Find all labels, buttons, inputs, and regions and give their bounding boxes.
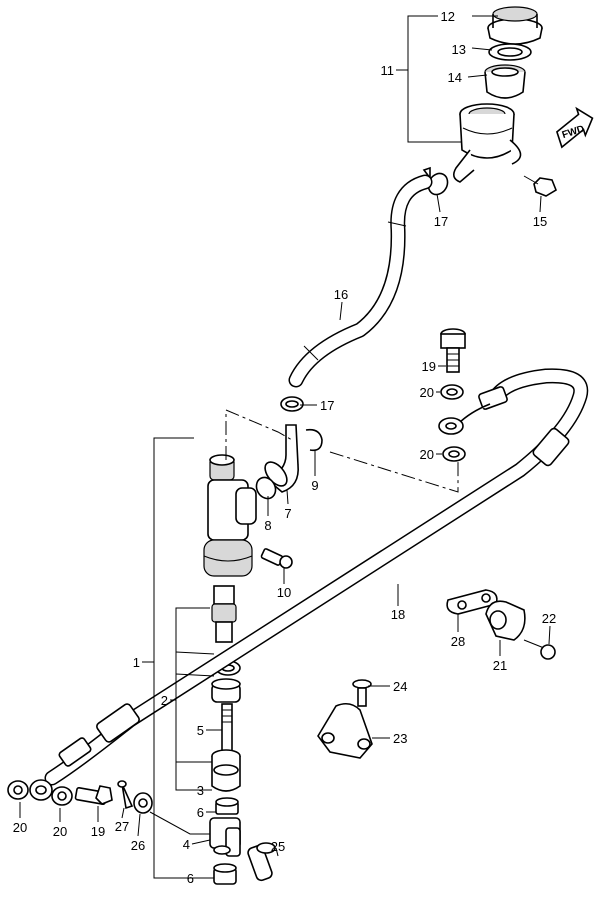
callout-1: 1 [133, 655, 140, 670]
part-washer-26 [133, 792, 153, 814]
callout-20-top-a: 20 [420, 385, 434, 400]
part-brake-hose-18 [44, 368, 589, 786]
part-cotter-pin-27 [117, 780, 134, 810]
part-bolt-22 [523, 639, 556, 660]
part-nut-6-upper [215, 797, 239, 815]
part-banjo-bolt-19-top [440, 328, 466, 373]
part-hose-16 [288, 174, 433, 388]
part-push-rod-5 [221, 703, 233, 753]
callout-9: 9 [311, 478, 318, 493]
callout-20-left-b: 20 [53, 824, 67, 839]
callout-7: 7 [284, 506, 291, 521]
callout-27: 27 [115, 819, 129, 834]
part-banjo-bolt-19-left [74, 785, 113, 805]
part-guide-21 [485, 600, 526, 641]
part-boot-3 [211, 749, 241, 792]
part-reservoir-body [452, 103, 522, 183]
callout-20-top-b: 20 [420, 447, 434, 462]
part-bolt-10 [260, 548, 293, 569]
part-banjo-20-left [29, 779, 53, 801]
callout-17-mid: 17 [320, 398, 334, 413]
part-piston [211, 585, 237, 643]
callout-12: 12 [441, 9, 455, 24]
callout-19-top: 19 [422, 359, 436, 374]
callout-11: 11 [381, 63, 395, 78]
part-clevis-4 [209, 817, 241, 857]
part-screw-24 [352, 679, 372, 707]
part-washer-20-left-a [7, 780, 29, 800]
part-hose-joint-7 [264, 424, 299, 493]
part-banjo-20-mid [438, 417, 464, 435]
part-bracket-23 [317, 702, 373, 759]
fwd-arrow-icon: FWD [555, 106, 594, 149]
callout-10: 10 [277, 585, 291, 600]
callout-20-left-a: 20 [13, 820, 27, 835]
part-hose-clamp-17 [280, 396, 304, 412]
part-diaphragm-plate [488, 43, 532, 61]
callout-4: 4 [183, 837, 190, 852]
callout-6-lower: 6 [187, 871, 194, 886]
callout-15: 15 [533, 214, 547, 229]
part-washer-20-left-b [51, 786, 73, 806]
callout-21: 21 [493, 658, 507, 673]
part-washer-20-top-b [442, 446, 466, 462]
callout-23: 23 [393, 731, 407, 746]
part-master-cylinder-body [203, 454, 257, 577]
part-secondary-cup [211, 678, 241, 703]
callout-24: 24 [393, 679, 407, 694]
callout-2: 2 [161, 693, 168, 708]
callout-14: 14 [448, 70, 462, 85]
part-o-ring-8 [255, 476, 277, 500]
callout-16: 16 [334, 287, 348, 302]
callout-18: 18 [391, 607, 405, 622]
callout-3: 3 [197, 783, 204, 798]
callout-13: 13 [452, 42, 466, 57]
part-diaphragm [484, 64, 526, 99]
callout-26: 26 [131, 838, 145, 853]
part-washer-20-top-a [440, 384, 464, 400]
part-circlip-9 [305, 428, 323, 452]
part-reservoir-cap [487, 6, 543, 45]
callout-5: 5 [197, 723, 204, 738]
callout-17-top: 17 [434, 214, 448, 229]
part-bolt-15 [523, 175, 557, 197]
callout-19-left: 19 [91, 824, 105, 839]
part-nut-6-lower [213, 863, 237, 885]
callout-25: 25 [271, 839, 285, 854]
callout-8: 8 [264, 518, 271, 533]
callout-22: 22 [542, 611, 556, 626]
callout-28: 28 [451, 634, 465, 649]
callout-6-upper: 6 [197, 805, 204, 820]
part-clevis-pin-25 [247, 842, 276, 882]
